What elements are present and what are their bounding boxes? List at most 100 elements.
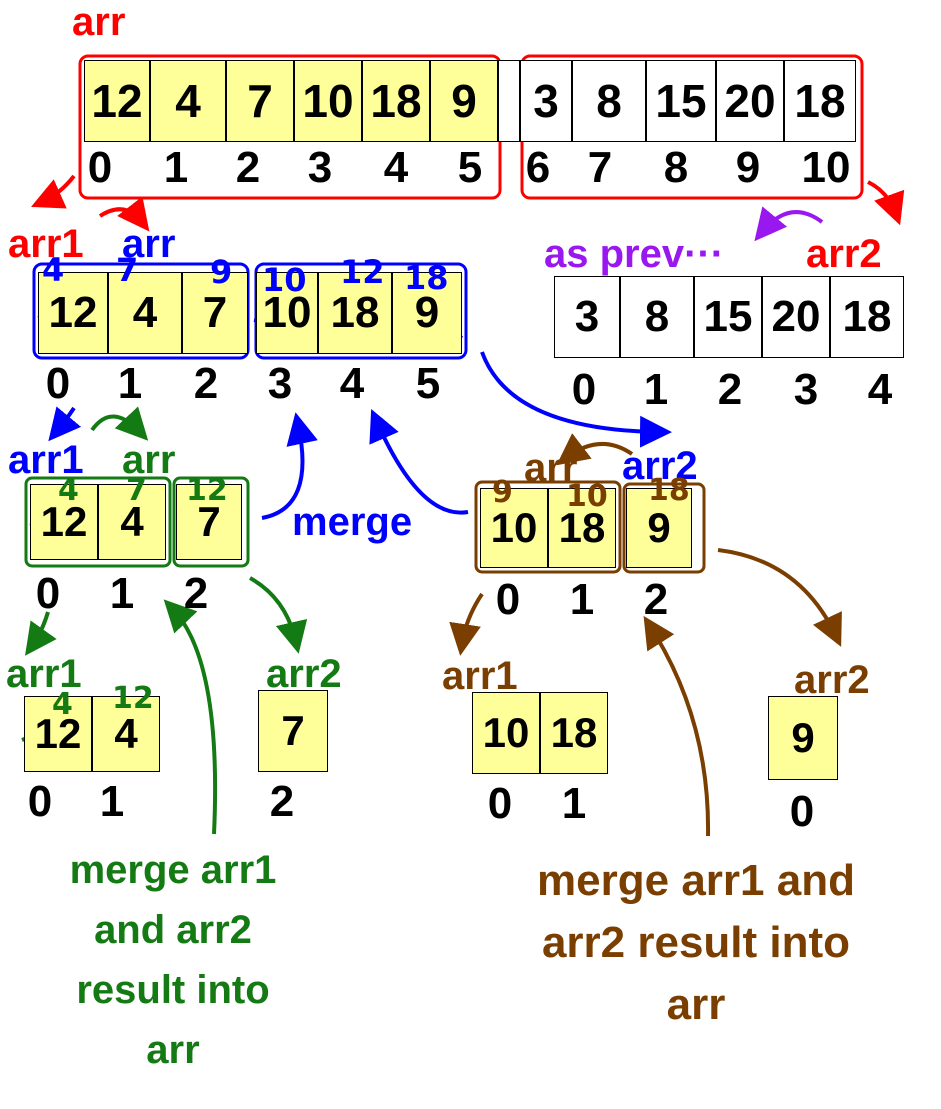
arr2-level1-index: 2 xyxy=(717,365,743,414)
brown-arr-cell: 18 xyxy=(548,488,616,568)
arr-label-green: arr xyxy=(122,438,176,482)
arr-level1-index: 5 xyxy=(415,359,441,408)
brown-arr-cell: 9 xyxy=(626,488,692,568)
as-prev-label: as prev··· xyxy=(544,232,725,276)
green-arr1-index: 0 xyxy=(27,777,53,826)
green-arr-index: 2 xyxy=(183,569,209,618)
arr-level1-index: 3 xyxy=(267,359,293,408)
arr2-level1-cell: 15 xyxy=(694,276,762,358)
overwritten-value: 18 xyxy=(404,259,449,297)
top-index: 4 xyxy=(383,143,409,192)
arr-level1-index: 4 xyxy=(339,359,365,408)
green-arr1-cell: 4 xyxy=(92,696,160,772)
brown-arr1-cell: 10 xyxy=(472,692,540,774)
arr-level1-index: 1 xyxy=(117,359,143,408)
arr-level1-cell: 4 xyxy=(108,272,182,354)
overwritten-value: 10 xyxy=(566,479,608,514)
arrow-brown-to-arr2 xyxy=(717,548,842,647)
top-index: 7 xyxy=(587,143,613,192)
arrow-to-arr2 xyxy=(867,180,905,226)
overwritten-value: 12 xyxy=(186,473,228,508)
brown-arr1-cell: 18 xyxy=(540,692,608,774)
brown-arr2-cell: 9 xyxy=(768,696,838,780)
arr2-label-red: arr2 xyxy=(806,232,882,276)
top-cell: 10 xyxy=(294,60,362,142)
top-arr-label: arr xyxy=(72,0,126,44)
arrow-merge-right xyxy=(369,409,469,515)
brown-arr-index: 0 xyxy=(495,575,521,624)
arrow-green-to-arr1 xyxy=(25,611,57,656)
top-cell: 12 xyxy=(84,60,150,142)
arrow-to-arr1-blue xyxy=(48,406,82,442)
top-cell: 3 xyxy=(520,60,572,142)
merge-green-line-4: arr xyxy=(146,1028,200,1072)
green-arr2-index: 2 xyxy=(269,777,295,826)
green-arr1-outline xyxy=(24,476,172,568)
arr2-level1-index: 1 xyxy=(643,365,669,414)
arr-level1-index: 2 xyxy=(193,359,219,408)
arr-level1-index: 0 xyxy=(45,359,71,408)
arr-level1-cell: 9 xyxy=(392,272,462,354)
arr2-level1-cell: 3 xyxy=(554,276,620,358)
merge-brown-caption: merge arr1 and arr2 result into arr xyxy=(496,850,896,1036)
green-arr1-cell: 12 xyxy=(24,696,92,772)
brown-arr1-index: 0 xyxy=(487,779,513,828)
top-index: 5 xyxy=(457,143,483,192)
green-arr2-cell: 7 xyxy=(258,690,328,772)
overwritten-value: 4 xyxy=(42,251,65,289)
green-arr-cell: 7 xyxy=(176,484,242,560)
top-cell: 8 xyxy=(572,60,646,142)
arr1-label-blue: arr1 xyxy=(8,438,84,482)
arr2-level1-index: 0 xyxy=(571,365,597,414)
top-cell xyxy=(498,60,520,142)
top-index: 3 xyxy=(307,143,333,192)
top-index: 8 xyxy=(663,143,689,192)
arrow-green-merge-up xyxy=(163,599,218,835)
merge-brown-line-3: arr xyxy=(666,980,726,1029)
top-cell: 18 xyxy=(784,60,856,142)
arr2-label-blue: arr2 xyxy=(622,444,698,488)
arrow-as-prev xyxy=(754,206,824,242)
merge-brown-line-2: arr2 result into xyxy=(541,918,851,967)
top-index: 9 xyxy=(735,143,761,192)
arr2-level1-cell: 8 xyxy=(620,276,694,358)
arr1-label-green: arr1 xyxy=(6,652,82,696)
merge-green-line-3: result into xyxy=(76,968,270,1012)
green-arr1-index: 1 xyxy=(99,777,125,826)
top-index: 2 xyxy=(235,143,261,192)
arr2-level1-index: 4 xyxy=(867,365,893,414)
top-index: 6 xyxy=(525,143,551,192)
arrow-green-to-arr2 xyxy=(249,576,308,654)
green-arr-cell: 4 xyxy=(98,484,166,560)
arr-label-blue-top: arr xyxy=(122,222,176,266)
merge-green-caption: merge arr1 and arr2 result into arr xyxy=(28,840,318,1080)
overwritten-value: 4 xyxy=(52,687,73,722)
arr-level1-cell: 7 xyxy=(182,272,248,354)
brown-arr-index: 1 xyxy=(569,575,595,624)
merge-green-line-1: merge arr1 xyxy=(69,848,277,892)
top-cell: 4 xyxy=(150,60,226,142)
overwritten-value: 10 xyxy=(262,261,307,299)
arr-level1-cell: 10 xyxy=(256,272,318,354)
arrow-brown-arr2-to-arr xyxy=(556,433,634,466)
arrow-merge-left xyxy=(261,412,318,520)
merge-label: merge xyxy=(292,500,413,544)
arr1-label-brown: arr1 xyxy=(442,654,518,698)
top-index: 0 xyxy=(87,143,113,192)
brown-arr2-index: 0 xyxy=(789,787,815,836)
arrow-to-arr1 xyxy=(31,174,76,209)
overwritten-value: 7 xyxy=(126,473,147,508)
top-cell: 9 xyxy=(430,60,498,142)
top-cell: 20 xyxy=(716,60,784,142)
arrow-brown-to-arr1 xyxy=(449,592,484,656)
arr2-label-brown: arr2 xyxy=(794,658,870,702)
merge-green-line-2: and arr2 xyxy=(94,908,252,952)
arrow-green-arr1-to-arr xyxy=(90,406,149,441)
overwritten-value: 9 xyxy=(492,475,513,510)
top-cell: 7 xyxy=(226,60,294,142)
arr2-level1-index: 3 xyxy=(793,365,819,414)
arr2-level1-cell: 18 xyxy=(830,276,904,358)
green-arr-index: 0 xyxy=(35,569,61,618)
top-index: 10 xyxy=(801,143,851,192)
